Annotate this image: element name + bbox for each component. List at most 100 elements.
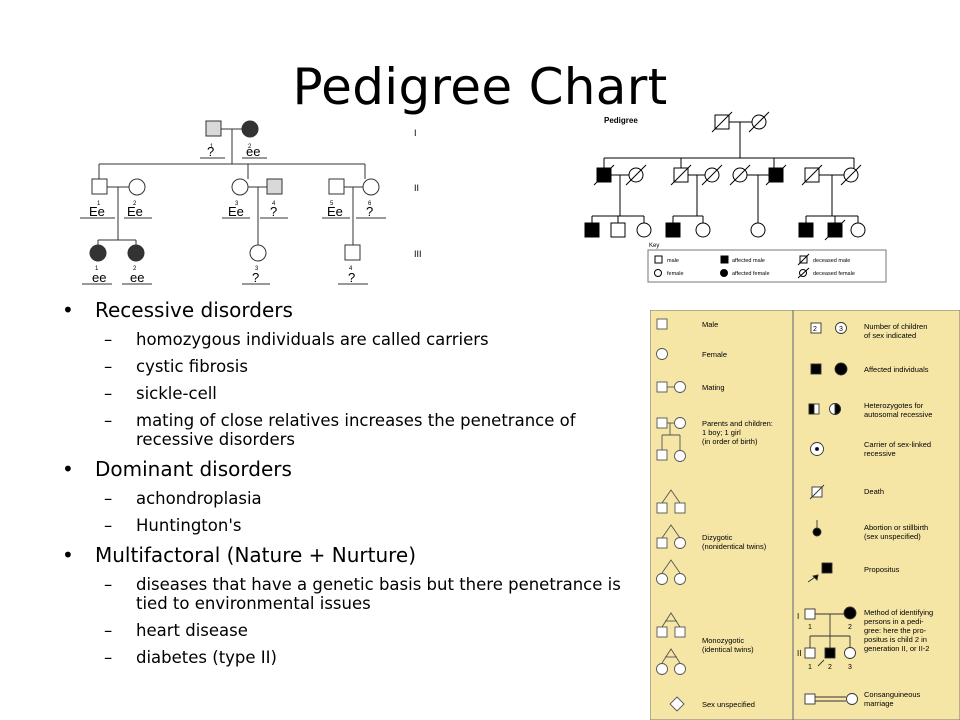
legend-method-1: Method of identifying xyxy=(864,608,933,617)
gen2-num-2: 2 xyxy=(133,201,137,207)
bullet-label: Multifactoral (Nature + Nurture) xyxy=(95,543,417,567)
number-symbol-square: 2 xyxy=(813,326,817,333)
pedigree-female-symbol xyxy=(128,178,146,196)
legend-dizygotic: Dizygotic xyxy=(702,533,733,542)
number-symbol-circle: 3 xyxy=(839,326,843,333)
pedigree-male-symbol xyxy=(344,244,361,261)
sub-bullet: –sickle-cell xyxy=(104,384,217,403)
gen1-num-2: 2 xyxy=(248,144,252,150)
legend-identical: (identical twins) xyxy=(702,645,754,654)
pedigree-affected-female-symbol xyxy=(127,244,145,262)
gen2-genotype-6: ? xyxy=(366,204,373,219)
gen2-num-6: 6 xyxy=(368,201,372,207)
legend-boy-girl: 1 boy; 1 girl xyxy=(702,428,741,437)
legend-death: Death xyxy=(864,487,884,496)
key-affected-female: affected female xyxy=(732,271,770,277)
legend-number-children-2: of sex indicated xyxy=(864,331,916,340)
legend-birth-order: (in order of birth) xyxy=(702,437,758,446)
gen-num-top-2: 2 xyxy=(848,624,852,631)
gen1-num-1: 1 xyxy=(210,144,214,150)
legend-sex-unspecified: Sex unspecified xyxy=(702,700,755,709)
gen3-num-2: 2 xyxy=(133,266,137,272)
gen3-num-1: 1 xyxy=(95,266,99,272)
bullet-recessive: • Recessive disorders xyxy=(60,298,640,322)
pedigree-male-symbol xyxy=(205,120,222,137)
pedigree-example-diagram: Pedigree xyxy=(584,111,887,283)
gen-num-bottom-2: 2 xyxy=(828,664,832,671)
bullet-label: Dominant disorders xyxy=(95,457,292,481)
bullet-multifactoral: • Multifactoral (Nature + Nurture) xyxy=(60,543,640,567)
sub-bullet: –diseases that have a genetic basis but … xyxy=(104,575,621,613)
legend-abortion-2: (sex unspecified) xyxy=(864,532,921,541)
pedigree-symbol-legend: 2 3 I II 1 2 1 2 3 Male Female Mating Pa… xyxy=(650,310,960,720)
slide-title: Pedigree Chart xyxy=(292,58,668,116)
generation-label-1: I xyxy=(414,128,417,138)
bullet-dot: • xyxy=(62,457,74,481)
gen3-genotype-3: ? xyxy=(252,270,259,285)
legend-abortion-1: Abortion or stillbirth xyxy=(864,523,928,532)
pedigree-male-symbol xyxy=(266,178,283,195)
gen-num-bottom-1: 1 xyxy=(808,664,812,671)
gen2-genotype-1: Ee xyxy=(89,204,105,219)
generation-label-2: II xyxy=(414,183,419,193)
gen2-num-5: 5 xyxy=(330,201,334,207)
legend-carrier-1: Carrier of sex-linked xyxy=(864,440,931,449)
roman-I: I xyxy=(797,612,799,621)
key-female: female xyxy=(667,271,684,277)
key-affected-male: affected male xyxy=(732,258,765,264)
bullet-list: • Recessive disorders –homozygous indivi… xyxy=(60,298,640,667)
pedigree-female-symbol xyxy=(362,178,380,196)
key-title: Key xyxy=(649,243,659,249)
bullet-dot: • xyxy=(62,298,74,322)
legend-consanguineous-1: Consanguineous xyxy=(864,690,921,699)
legend-consanguineous-2: marriage xyxy=(864,699,894,708)
key-deceased-male: deceased male xyxy=(813,258,850,264)
gen2-genotype-4: ? xyxy=(270,204,277,219)
legend-monozygotic: Monozygotic xyxy=(702,636,744,645)
legend-nonidentical: (nonidentical twins) xyxy=(702,542,767,551)
pedigree-female-symbol xyxy=(249,244,267,262)
gen1-genotype-2: ee xyxy=(246,144,260,159)
gen3-num-3: 3 xyxy=(255,266,259,272)
pedigree-male-symbol xyxy=(328,178,345,195)
sub-bullet: –heart disease xyxy=(104,621,248,640)
legend-method-5: generation II, or II-2 xyxy=(864,644,929,653)
gen-num-top-1: 1 xyxy=(808,624,812,631)
roman-II: II xyxy=(797,649,801,658)
legend-affected: Affected individuals xyxy=(864,365,929,374)
gen3-genotype-4: ? xyxy=(348,270,355,285)
gen2-num-1: 1 xyxy=(97,201,101,207)
key-deceased-female: deceased female xyxy=(813,271,855,277)
gen2-num-4: 4 xyxy=(272,201,276,207)
legend-method-2: persons in a pedi- xyxy=(864,617,924,626)
pedigree-affected-female-symbol xyxy=(89,244,107,262)
legend-heterozygotes-2: autosomal recessive xyxy=(864,410,932,419)
bullet-dominant: • Dominant disorders xyxy=(60,457,640,481)
gen3-num-4: 4 xyxy=(349,266,353,272)
legend-female: Female xyxy=(702,350,727,359)
legend-carrier-2: recessive xyxy=(864,449,896,458)
pedigree-example-title: Pedigree xyxy=(604,116,638,125)
sub-bullet: –achondroplasia xyxy=(104,489,262,508)
gen-num-bottom-3: 3 xyxy=(848,664,852,671)
legend-propositus: Propositus xyxy=(864,565,900,574)
pedigree-affected-female-symbol xyxy=(241,120,259,138)
gen3-genotype-2: ee xyxy=(130,270,144,285)
sub-bullet: –diabetes (type II) xyxy=(104,648,277,667)
gen3-genotype-1: ee xyxy=(92,270,106,285)
bullet-label: Recessive disorders xyxy=(95,298,293,322)
legend-heterozygotes-1: Heterozygotes for xyxy=(864,401,924,410)
legend-male: Male xyxy=(702,320,718,329)
legend-method-3: gree: here the pro- xyxy=(864,626,927,635)
key-male: male xyxy=(667,258,679,264)
pedigree-genotype-diagram: 1 2 1 2 3 4 5 6 1 2 3 4 ? ee Ee Ee Ee ? … xyxy=(80,120,422,285)
bullet-dot: • xyxy=(62,543,74,567)
generation-label-3: III xyxy=(414,249,422,259)
legend-method-4: positus is child 2 in xyxy=(864,635,927,644)
legend-number-children-1: Number of children xyxy=(864,322,927,331)
legend-parents-children: Parents and children: xyxy=(702,419,773,428)
legend-mating: Mating xyxy=(702,383,725,392)
gen2-num-3: 3 xyxy=(235,201,239,207)
sub-bullet: –cystic fibrosis xyxy=(104,357,248,376)
sub-bullet: –homozygous individuals are called carri… xyxy=(104,330,489,349)
